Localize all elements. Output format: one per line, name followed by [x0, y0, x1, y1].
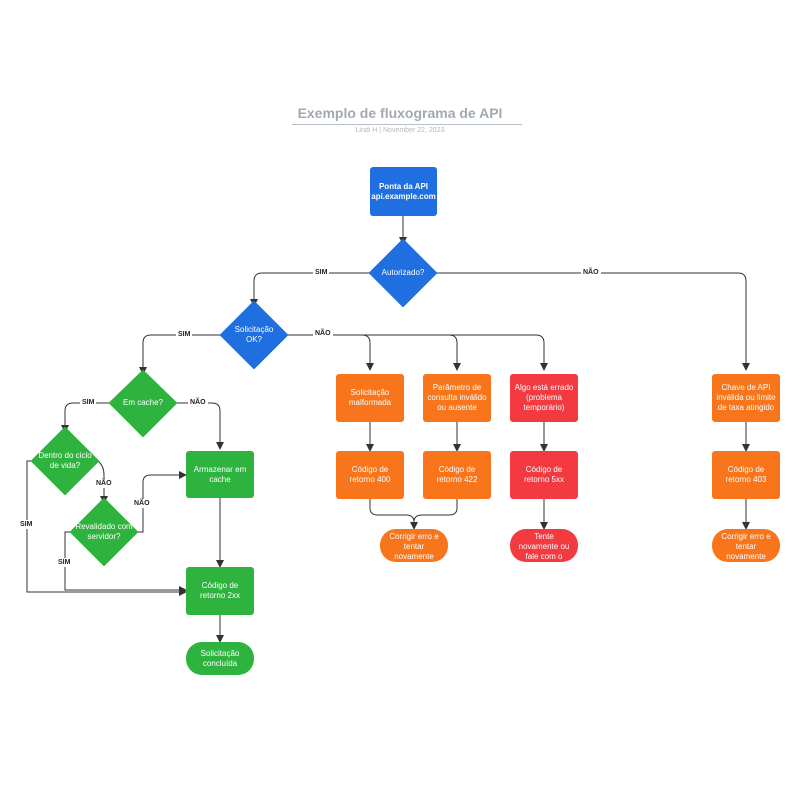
- decision-within-lifetime: [31, 427, 99, 495]
- edge-label-sim-in-cache: SIM: [80, 398, 97, 407]
- node-something-wrong: Algo está errado (problema temporário): [510, 374, 578, 422]
- edge-label-sim-lifetime: SIM: [18, 520, 35, 529]
- edge-label-sim-authorized: SIM: [313, 268, 330, 277]
- node-invalid-key: Chave de API inválida ou limite de taxa …: [712, 374, 780, 422]
- edge-label-sim-revalidated: SIM: [56, 558, 73, 567]
- node-fix-retry-2: Corrigir erro e tentar novamente: [712, 529, 780, 562]
- edge-requestok-no-param: [362, 334, 461, 371]
- decision-authorized: [369, 239, 437, 307]
- edge-incache-yes: [61, 402, 110, 433]
- node-store-cache: Armazenar em cache: [186, 451, 254, 498]
- label-within-lifetime: Dentro do ciclo de vida?: [38, 451, 92, 470]
- edge-label-sim-request-ok: SIM: [176, 330, 193, 339]
- node-code-422: Código de retorno 422: [423, 451, 491, 499]
- edge-authorized-yes: [250, 272, 371, 307]
- node-malformed: Solicitação malformada: [336, 374, 404, 422]
- node-code-400: Código de retorno 400: [336, 451, 404, 499]
- decision-in-cache: [109, 370, 177, 437]
- page-subtitle: Lindi H | November 22, 2023: [355, 127, 445, 134]
- node-invalid-param: Parâmetro de consulta inválido ou ausent…: [423, 374, 491, 422]
- edge-label-nao-revalidated: NÃO: [132, 499, 152, 508]
- node-code-5xx: Código de retorno 5xx: [510, 451, 578, 499]
- edge-requestok-yes: [139, 334, 222, 375]
- node-code-403: Código de retorno 403: [712, 451, 780, 499]
- title-divider: [292, 124, 522, 125]
- page-title: Exemplo de fluxograma de API: [297, 105, 503, 121]
- label-request-ok: Solicitação OK?: [234, 325, 274, 344]
- decision-revalidated: [70, 498, 138, 566]
- node-fix-retry-1: Corrigir erro e tentar novamente: [380, 529, 448, 562]
- edge-label-nao-request-ok: NÃO: [313, 329, 333, 338]
- node-request-done: Solicitação concluída: [186, 642, 254, 675]
- edge-lifetime-no: [97, 460, 108, 504]
- node-api-endpoint: Ponta da API api.example.com: [370, 167, 437, 216]
- decision-request-ok: [220, 301, 288, 369]
- label-authorized: Autorizado?: [381, 268, 425, 277]
- edge-authorized-no: [436, 272, 750, 371]
- edge-revalidated-no: [137, 471, 187, 533]
- edge-label-nao-lifetime: NÃO: [94, 479, 114, 488]
- edge-422-fix: [413, 499, 458, 523]
- label-in-cache: Em cache?: [122, 398, 164, 407]
- edge-requestok-no-malformed: [287, 334, 374, 371]
- edge-label-nao-authorized: NÃO: [581, 268, 601, 277]
- edge-400-fix: [369, 499, 418, 530]
- node-retry-contact: Tente novamente ou fale com o: [510, 529, 578, 562]
- node-code-2xx: Código de retorno 2xx: [186, 567, 254, 615]
- edge-incache-no: [176, 402, 224, 450]
- edge-requestok-no-wrong: [449, 334, 548, 371]
- edge-label-nao-in-cache: NÃO: [188, 398, 208, 407]
- label-revalidated: Revalidado com servidor?: [75, 522, 133, 541]
